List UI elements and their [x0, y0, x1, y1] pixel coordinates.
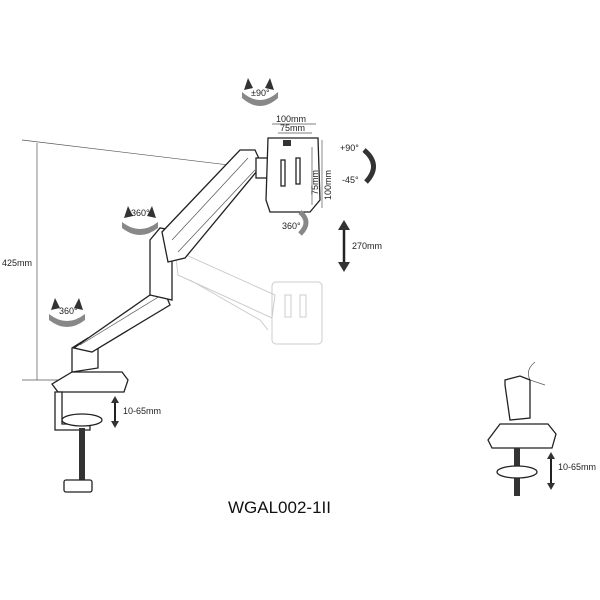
model-number: WGAL002-1II	[228, 498, 331, 517]
vesa-width-inner-label: 75mm	[280, 123, 305, 133]
vesa-height-inner-label: 75mm	[310, 170, 320, 195]
rotation-icon-lower: 360°	[49, 298, 85, 327]
rotate-icon	[122, 222, 158, 235]
lower-arm	[71, 227, 173, 373]
vesa-plate: 100mm 75mm 75mm 100mm	[265, 114, 333, 213]
rotate-icon	[242, 92, 278, 106]
clamp-range-label: 10-65mm	[123, 406, 161, 416]
rotate-icon	[49, 314, 85, 327]
lower-arm-rotation-label: 360°	[59, 306, 78, 316]
height-adjust-indicator: 270mm	[338, 220, 382, 272]
tilt-down-label: -45°	[342, 175, 359, 185]
vesa-height-outer-label: 100mm	[323, 170, 333, 200]
total-height-label: 425mm	[2, 258, 32, 268]
rotate-icon	[298, 210, 309, 236]
clamp-range-indicator: 10-65mm	[111, 396, 161, 428]
tilt-rotation-label: ±90°	[251, 88, 270, 98]
tilt-up-label: +90°	[340, 143, 359, 153]
upper-arm	[161, 149, 271, 263]
rotation-icon-screen: 360°	[282, 210, 309, 236]
desk-clamp	[51, 371, 129, 493]
grommet-mount-detail: 10-65mm	[487, 361, 596, 496]
tilt-arrow-icon	[362, 148, 376, 184]
screen-rotation-label: 360°	[282, 221, 301, 231]
height-adjust-label: 270mm	[352, 241, 382, 251]
ghost-arm-position	[174, 249, 323, 345]
rotation-icon-upper: 360°	[122, 206, 158, 235]
grommet-range-label: 10-65mm	[558, 462, 596, 472]
tilt-indicator: +90° -45°	[340, 143, 376, 185]
rotation-icon-top: ±90°	[242, 78, 278, 106]
vesa-width-outer-label: 100mm	[276, 114, 306, 124]
upper-arm-rotation-label: 360°	[131, 208, 150, 218]
